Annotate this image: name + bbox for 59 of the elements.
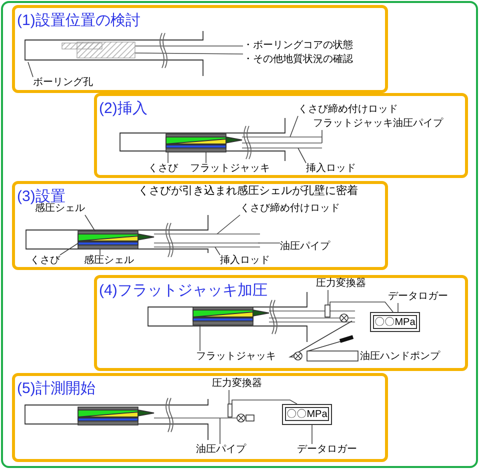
leader-line [216,214,240,234]
signal-cable [330,302,394,312]
pressure-device [78,230,154,250]
rod-lines [242,136,322,148]
callout-label: 圧力変換器 [212,378,262,390]
callout-label: 感圧シェル [84,255,134,267]
step-note: くさびが引き込まれ感圧シェルが孔壁に密着 [138,185,358,198]
pressure-device [166,134,242,152]
callout-label: くさび [30,255,60,267]
leader-line [228,390,230,404]
callout-label: データロガー [297,444,357,456]
leader-line [28,62,34,78]
callout-label: 油圧パイプ [196,444,246,456]
leader-line [290,116,298,138]
pressure-transducer [324,304,330,318]
borehole-drawing [120,118,286,162]
borehole-drawing [24,30,204,76]
step-panel [94,93,468,178]
step-panel [12,373,388,462]
rod-lines [268,310,356,322]
callout-label: ・ボーリングコアの状態 [243,40,353,52]
callout-label: 感圧シェル [35,203,85,215]
callout-label: ・その他地質状況の確認 [243,54,353,66]
pressure-display: 〇〇MPa [373,315,417,329]
callout-label: 油圧パイプ [280,241,330,253]
callout-label: ボーリング孔 [33,77,93,89]
leader-line [298,148,306,164]
step-panel [94,275,468,371]
callout-label: 挿入ロッド [220,255,270,267]
boring-core-drawing [62,42,136,58]
callout-label: くさび締め付けロッド [298,104,398,116]
step-title: (4)フラットジャッキ加圧 [99,282,268,300]
rod-lines [154,234,260,248]
hand-pump-drawing [288,320,358,362]
pressure-transducer [228,404,232,418]
rod-lines [154,414,254,422]
callout-label: データロガー [388,291,448,303]
pressure-device [192,306,270,326]
step-panel [12,181,388,270]
step-title: (5)計測開始 [17,380,96,398]
callout-label: 挿入ロッド [306,163,356,175]
callout-label: フラットジャッキ油圧パイプ [313,118,443,130]
callout-label: 圧力変換器 [316,278,366,290]
leader-line [258,242,280,244]
step-title: (1)設置位置の検討 [17,12,140,30]
leader-line [214,246,220,256]
step-title: (2)挿入 [99,100,148,118]
data-logger-box [282,404,332,425]
step-panel [12,5,388,93]
callout-label: くさび [148,163,178,175]
callout-label: 油圧ハンドポンプ [360,351,440,363]
leader-line [84,214,96,232]
signal-cable [232,400,298,404]
callout-label: くさび締め付けロッド [240,203,340,215]
leader-line [134,52,244,54]
callout-label: フラットジャッキ [196,351,276,363]
pressure-display: 〇〇MPa [285,407,329,421]
pressure-device [78,406,154,426]
callout-label: フラットジャッキ [190,163,270,175]
